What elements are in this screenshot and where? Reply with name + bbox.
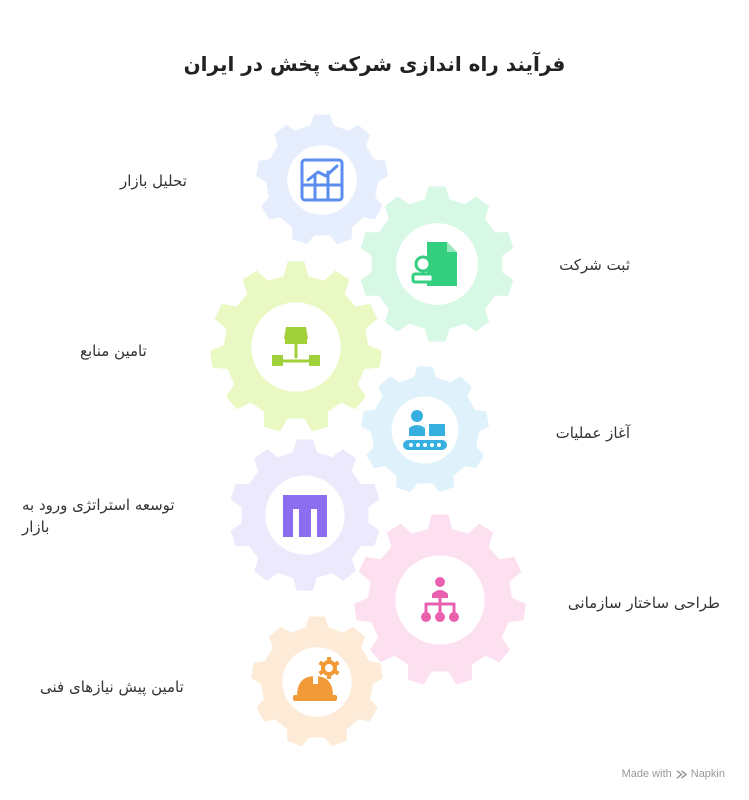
- hardhat-gear-icon: [293, 657, 340, 701]
- step-label-org-structure: طراحی ساختار سازمانی: [567, 594, 720, 612]
- gear-step-1: [256, 114, 388, 245]
- bar-chart-icon: [300, 158, 344, 202]
- page-title: فرآیند راه اندازی شرکت پخش در ایران: [183, 52, 566, 76]
- org-chart-icon: [421, 577, 459, 622]
- napkin-logo-icon: [676, 769, 687, 779]
- worker-conveyor-icon: [403, 410, 447, 450]
- gear-step-7: [251, 616, 383, 747]
- gear-step-5: [230, 439, 380, 591]
- gear-step-2: [360, 186, 514, 342]
- gear-step-6: [354, 514, 526, 685]
- columns-icon: [283, 495, 327, 537]
- made-with-text: Made with: [621, 768, 672, 780]
- step-label-resource-supply: تامین منابع: [80, 342, 147, 360]
- gear-step-3: [210, 261, 382, 432]
- step-label-start-operations: آغاز عملیات: [555, 424, 630, 442]
- gear-hub: [287, 145, 357, 215]
- footer: Made with Napkin: [622, 768, 725, 780]
- step-label-technical-prerequisites: تامین پیش نیازهای فنی: [40, 678, 184, 696]
- brand-text: Napkin: [690, 768, 725, 780]
- step-label-market-analysis: تحلیل بازار: [120, 172, 187, 190]
- step-label-market-entry-strategy: توسعه استراتژی ورود به بازار: [22, 496, 175, 536]
- document-stamp-icon: [411, 242, 457, 286]
- network-icon: [272, 327, 320, 366]
- step-label-company-registration: ثبت شرکت: [559, 256, 630, 274]
- gear-step-4: [361, 366, 489, 493]
